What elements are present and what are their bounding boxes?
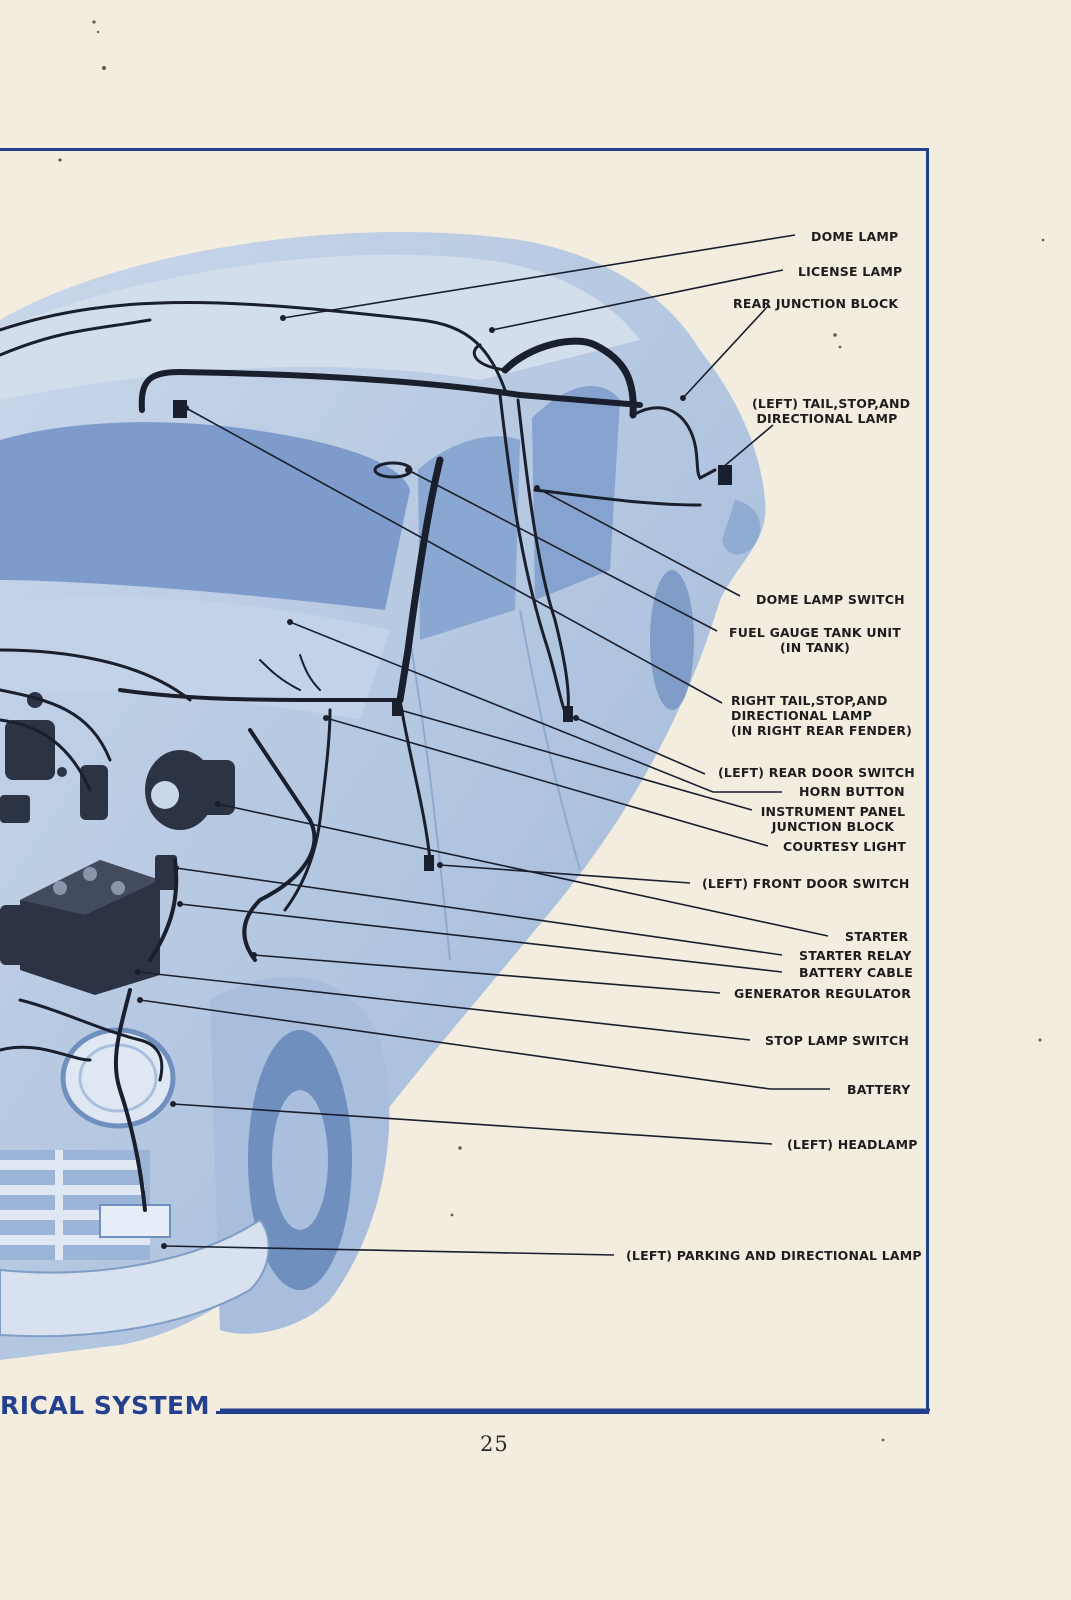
label-rear-junction-block: REAR JUNCTION BLOCK: [733, 296, 899, 311]
rear-wheel: [650, 570, 694, 710]
label-left-front-door-switch: (LEFT) FRONT DOOR SWITCH: [702, 876, 910, 891]
label-starter-relay: STARTER RELAY: [799, 948, 912, 963]
connectors: [173, 400, 732, 871]
label-left-headlamp: (LEFT) HEADLAMP: [787, 1137, 918, 1152]
label-license-lamp: LICENSE LAMP: [798, 264, 903, 279]
label-battery-cable: BATTERY CABLE: [799, 965, 913, 980]
label-horn-button: HORN BUTTON: [799, 784, 905, 799]
label-left-tail-stop-directional-lamp: (LEFT) TAIL,STOP,AND DIRECTIONAL LAMP: [752, 396, 911, 426]
leader-lines: [137, 234, 830, 1256]
label-battery: BATTERY: [847, 1082, 911, 1097]
label-fuel-gauge-line-2: (IN TANK): [779, 640, 851, 655]
label-instrument-panel-line-1: INSTRUMENT PANEL: [760, 804, 906, 819]
front-door-window: [418, 436, 520, 640]
paper-specks: [58, 20, 1045, 1442]
hood: [0, 596, 390, 720]
battery-top: [20, 860, 160, 915]
wiring-harness: [0, 301, 717, 1212]
rear-bumper: [722, 500, 761, 555]
starter-relay-box: [155, 855, 177, 890]
label-dome-lamp-switch: DOME LAMP SWITCH: [756, 592, 905, 607]
label-left-tail-line-1: (LEFT) TAIL,STOP,AND: [752, 396, 911, 411]
front-wheel-hub: [272, 1090, 328, 1230]
label-dome-lamp: DOME LAMP: [811, 229, 899, 244]
label-left-tail-line-2: DIRECTIONAL LAMP: [756, 411, 898, 426]
windshield: [0, 422, 410, 610]
parking-lamp: [99, 1204, 171, 1238]
label-generator-regulator: GENERATOR REGULATOR: [734, 986, 912, 1001]
label-left-rear-door-switch: (LEFT) REAR DOOR SWITCH: [718, 765, 915, 780]
illustration-frame: [0, 148, 929, 1414]
label-starter: STARTER: [845, 929, 909, 944]
label-right-tail-stop-directional-lamp: RIGHT TAIL,STOP,AND DIRECTIONAL LAMP (IN…: [731, 693, 912, 738]
page-number: 25: [480, 1432, 509, 1456]
label-right-tail-line-3: (IN RIGHT REAR FENDER): [731, 723, 913, 738]
front-bumper: [0, 1218, 270, 1338]
leader-arrowheads: [135, 315, 725, 1249]
label-right-tail-line-1: RIGHT TAIL,STOP,AND: [731, 693, 888, 708]
label-right-tail-line-2: DIRECTIONAL LAMP: [731, 708, 873, 723]
ignition-coil: [80, 765, 108, 820]
label-instrument-panel-line-2: JUNCTION BLOCK: [771, 819, 895, 834]
label-left-parking-directional-lamp: (LEFT) PARKING AND DIRECTIONAL LAMP: [626, 1248, 922, 1263]
engine-components: [0, 692, 235, 995]
label-stop-lamp-switch: STOP LAMP SWITCH: [765, 1033, 910, 1048]
section-title: RICAL SYSTEM: [0, 1392, 217, 1420]
label-courtesy-light: COURTESY LIGHT: [783, 839, 907, 854]
label-instrument-panel-junction-block: INSTRUMENT PANEL JUNCTION BLOCK: [760, 804, 906, 834]
label-fuel-gauge-line-1: FUEL GAUGE TANK UNIT: [729, 625, 901, 640]
car-drawing: [0, 231, 830, 1360]
door-outline: [409, 609, 581, 961]
label-fuel-gauge-tank-unit: FUEL GAUGE TANK UNIT (IN TANK): [727, 625, 903, 655]
